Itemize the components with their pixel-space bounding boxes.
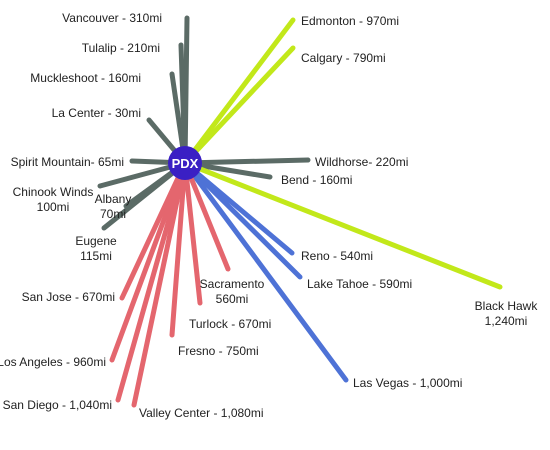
spoke-san-diego: [115, 160, 188, 403]
label-line-black-hawk: Black Hawk: [475, 299, 539, 313]
label-tulalip: Tulalip - 210mi: [82, 41, 160, 55]
label-line-san-diego: San Diego - 1,040mi: [3, 398, 112, 412]
label-line-los-angeles: Los Angeles - 960mi: [0, 355, 106, 369]
label-line-black-hawk: 1,240mi: [485, 314, 528, 328]
label-line-las-vegas: Las Vegas - 1,000mi: [353, 376, 462, 390]
label-lake-tahoe: Lake Tahoe - 590mi: [307, 277, 412, 291]
label-line-calgary: Calgary - 790mi: [301, 51, 386, 65]
label-line-muckleshoot: Muckleshoot - 160mi: [30, 71, 141, 85]
label-la-center: La Center - 30mi: [52, 106, 141, 120]
label-line-fresno: Fresno - 750mi: [178, 344, 259, 358]
spoke-edmonton: [182, 17, 296, 166]
spoke-los-angeles: [109, 160, 188, 363]
spoke-wildhorse: [182, 157, 311, 166]
label-line-vancouver: Vancouver - 310mi: [62, 11, 162, 25]
hub-label: PDX: [172, 156, 199, 171]
label-turlock: Turlock - 670mi: [189, 317, 271, 331]
label-line-chinook-winds: 100mi: [37, 200, 70, 214]
label-los-angeles: Los Angeles - 960mi: [0, 355, 106, 369]
label-calgary: Calgary - 790mi: [301, 51, 386, 65]
label-line-san-jose: San Jose - 670mi: [22, 290, 115, 304]
spoke-calgary: [182, 45, 296, 166]
spoke-black-hawk: [182, 160, 503, 290]
spoke-lines: [97, 15, 503, 408]
label-bend: Bend - 160mi: [281, 173, 352, 187]
label-fresno: Fresno - 750mi: [178, 344, 259, 358]
spoke-valley-center: [131, 160, 188, 408]
label-line-turlock: Turlock - 670mi: [189, 317, 271, 331]
label-line-albany: 70mi: [100, 207, 126, 221]
label-las-vegas: Las Vegas - 1,000mi: [353, 376, 462, 390]
hub-node: PDX: [168, 146, 202, 180]
label-line-eugene: 115mi: [80, 249, 112, 263]
label-wildhorse: Wildhorse- 220mi: [315, 155, 408, 169]
label-valley-center: Valley Center - 1,080mi: [139, 406, 264, 420]
spoke-sacramento: [182, 160, 231, 272]
label-line-valley-center: Valley Center - 1,080mi: [139, 406, 264, 420]
spoke-turlock: [182, 160, 203, 306]
label-line-edmonton: Edmonton - 970mi: [301, 14, 399, 28]
label-line-sacramento: Sacramento: [200, 277, 265, 291]
label-edmonton: Edmonton - 970mi: [301, 14, 399, 28]
spoke-fresno: [169, 160, 188, 338]
spoke-eugene: [101, 160, 188, 231]
label-san-jose: San Jose - 670mi: [22, 290, 115, 304]
spoke-las-vegas: [182, 160, 349, 383]
label-line-tulalip: Tulalip - 210mi: [82, 41, 160, 55]
label-line-chinook-winds: Chinook Winds: [13, 185, 94, 199]
label-spirit-mountain: Spirit Mountain- 65mi: [11, 155, 124, 169]
label-line-bend: Bend - 160mi: [281, 173, 352, 187]
label-line-spirit-mountain: Spirit Mountain- 65mi: [11, 155, 124, 169]
hub-circle: [168, 146, 202, 180]
label-line-reno: Reno - 540mi: [301, 249, 373, 263]
label-line-eugene: Eugene: [75, 234, 117, 248]
label-san-diego: San Diego - 1,040mi: [3, 398, 112, 412]
label-reno: Reno - 540mi: [301, 249, 373, 263]
label-line-sacramento: 560mi: [216, 292, 249, 306]
label-line-albany: Albany: [95, 192, 132, 206]
label-line-lake-tahoe: Lake Tahoe - 590mi: [307, 277, 412, 291]
spoke-lake-tahoe: [182, 160, 303, 280]
label-muckleshoot: Muckleshoot - 160mi: [30, 71, 141, 85]
label-line-la-center: La Center - 30mi: [52, 106, 141, 120]
label-line-wildhorse: Wildhorse- 220mi: [315, 155, 408, 169]
label-vancouver: Vancouver - 310mi: [62, 11, 162, 25]
